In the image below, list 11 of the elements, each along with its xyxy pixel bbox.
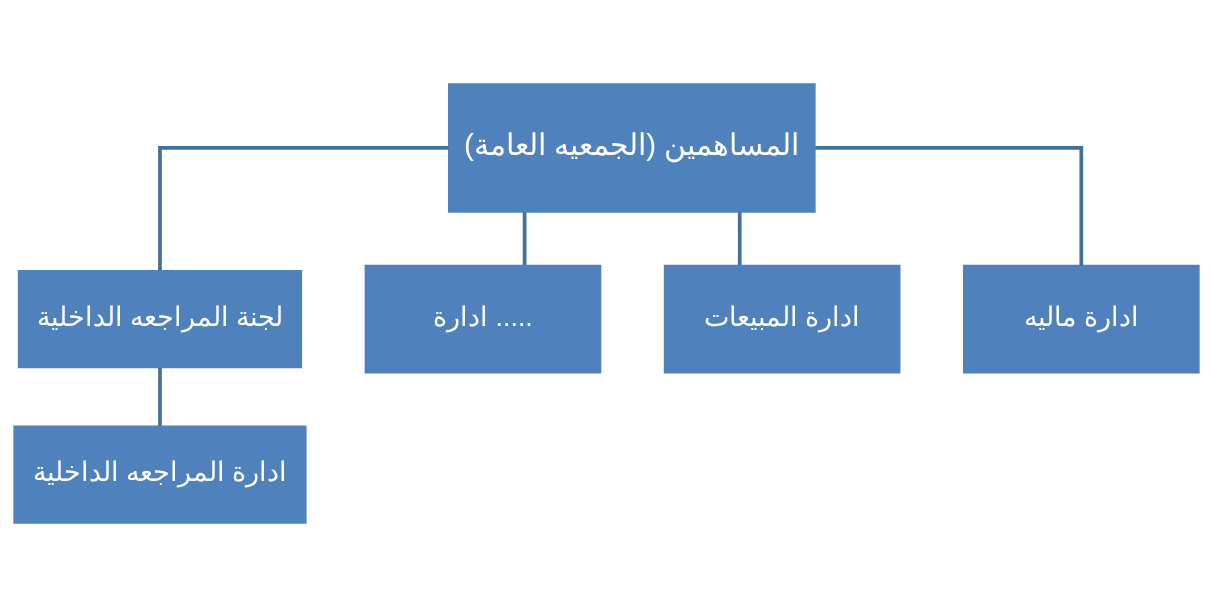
node-box: المساهمين (الجمعيه العامة) [447,82,816,213]
node-box: ادارة ..... [364,264,602,373]
connector [158,367,162,426]
connector [815,145,1084,265]
node-box: ادارة المراجعه الداخلية [13,425,307,524]
connector [158,145,449,271]
node-box: لجنة المراجعه الداخلية [17,269,303,368]
node-box: ادارة ماليه [963,264,1200,373]
connector [522,211,527,265]
node-box: ادارة المبيعات [663,264,901,373]
connector [737,211,742,265]
